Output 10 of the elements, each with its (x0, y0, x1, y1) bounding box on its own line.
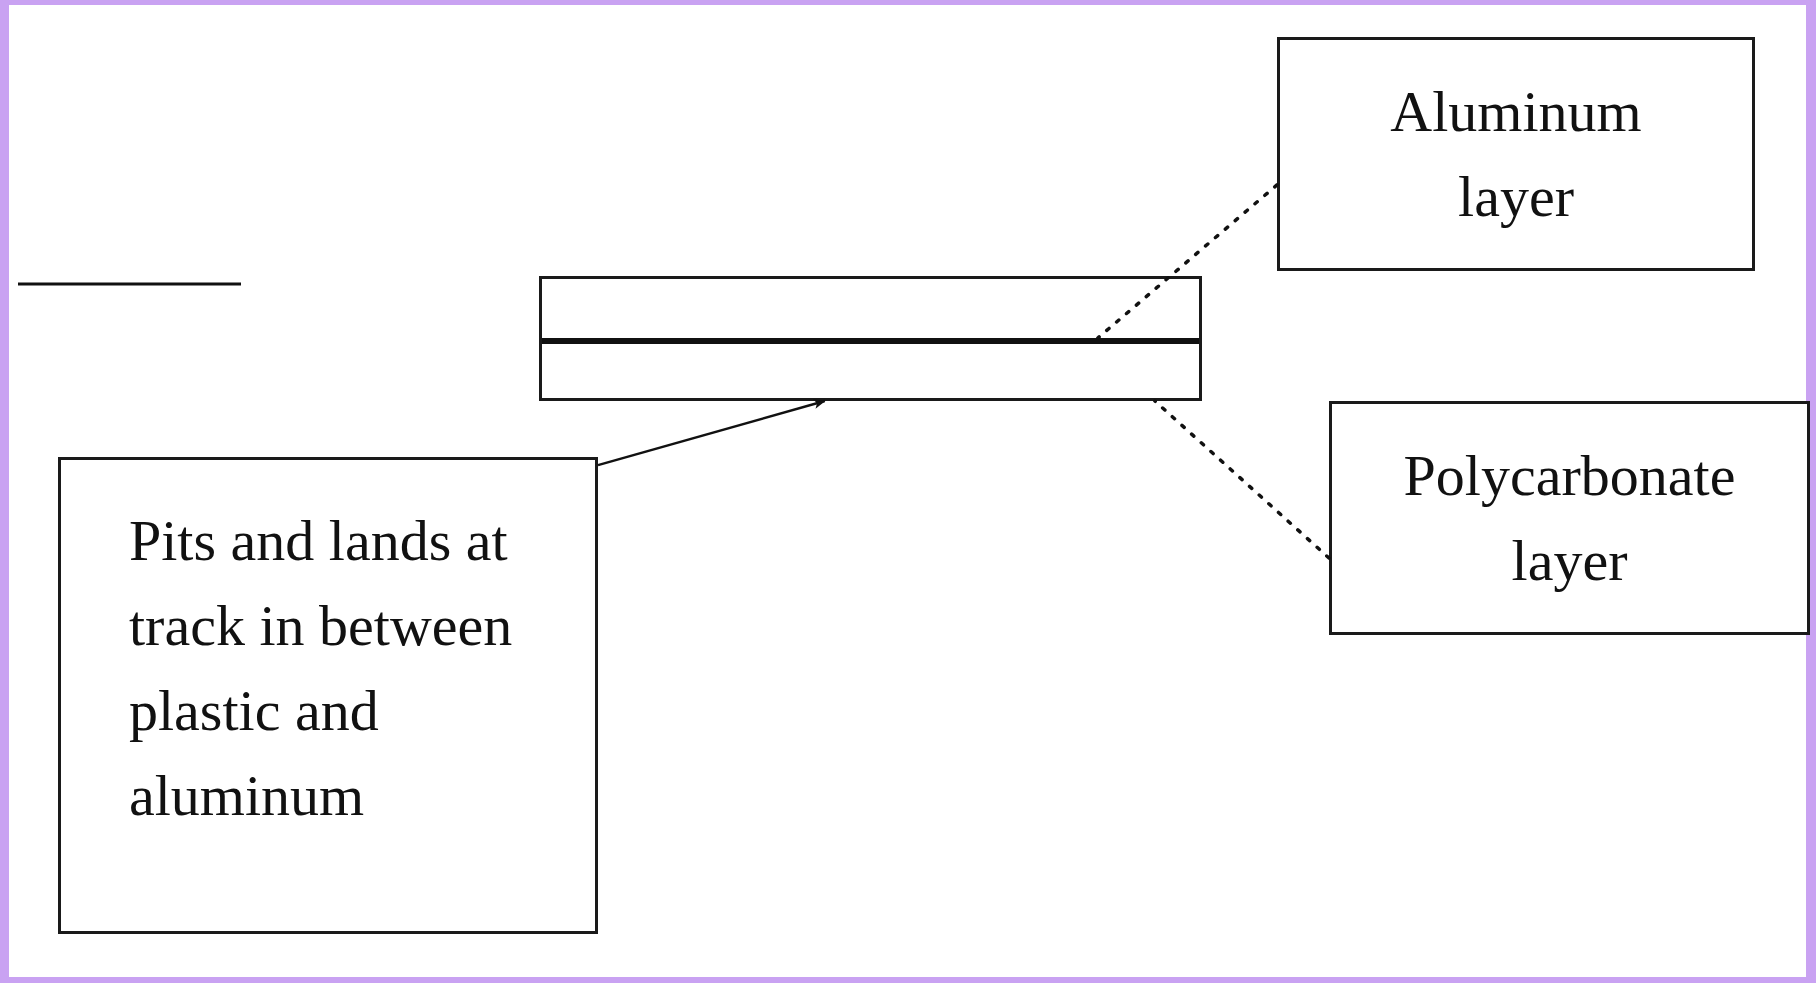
leader-arrow (597, 399, 826, 467)
label-text: Pits and lands at track in between plastic and aluminum (129, 507, 514, 830)
disc-cross-section (539, 276, 1202, 401)
label-box (1329, 401, 1810, 635)
label-text: Aluminum layer (1389, 78, 1643, 231)
dotted-leader-line (1096, 183, 1279, 340)
label-box (58, 457, 598, 934)
label-box (1277, 37, 1755, 271)
dotted-leader-line (1153, 399, 1331, 560)
label-text: Polycarbonate layer (1402, 442, 1737, 595)
